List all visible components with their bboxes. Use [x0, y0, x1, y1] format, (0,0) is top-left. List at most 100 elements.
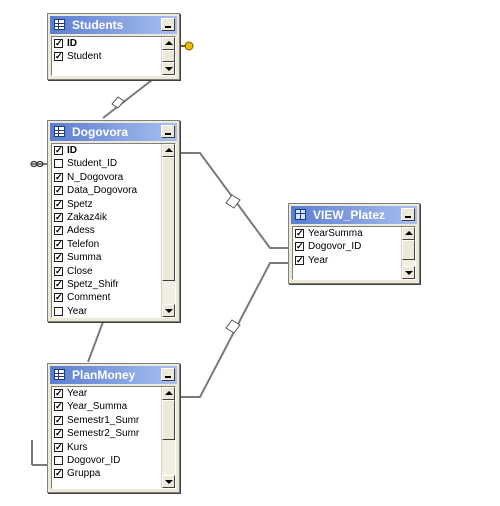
column-row[interactable]: Year — [52, 305, 160, 317]
minimize-button[interactable] — [161, 18, 175, 31]
scroll-down-button[interactable] — [162, 304, 175, 317]
column-row[interactable]: ✓ Spetz_Shifr — [52, 278, 160, 291]
infinity-icon — [30, 160, 44, 168]
column-checkbox[interactable]: ✓ — [54, 428, 63, 439]
column-name: Comment — [67, 292, 111, 304]
column-row[interactable]: ✓YearSumma — [293, 227, 400, 240]
column-checkbox[interactable]: ✓ — [54, 401, 63, 412]
column-name: Dogovor_ID — [308, 241, 362, 253]
column-row[interactable]: ✓Spetz — [52, 198, 160, 211]
column-row[interactable]: ✓ Dogovor_ID — [293, 240, 400, 253]
column-checkbox[interactable]: ✓ — [54, 441, 63, 452]
column-row[interactable]: ✓ID — [52, 144, 160, 157]
column-list[interactable]: ✓Year✓Year_Summa✓Semestr1_Sumr✓Semestr2_… — [51, 386, 176, 489]
table-icon — [54, 126, 65, 137]
title-bar[interactable]: Students — [50, 16, 177, 34]
column-checkbox[interactable] — [54, 306, 63, 316]
scroll-thumb[interactable] — [162, 157, 175, 281]
relation-students-dogovora — [102, 79, 153, 119]
minimize-button[interactable] — [161, 368, 175, 381]
column-row[interactable]: ✓Adess — [52, 224, 160, 237]
column-row[interactable]: ✓Zakaz4ik — [52, 211, 160, 224]
column-checkbox[interactable]: ✓ — [54, 38, 63, 48]
scroll-thumb[interactable] — [402, 240, 415, 260]
column-name: Spetz_Shifr — [67, 278, 119, 290]
column-checkbox[interactable]: ✓ — [54, 414, 63, 425]
column-row[interactable]: ✓Data_Dogovora — [52, 184, 160, 197]
column-list[interactable]: ✓ID✓Student — [51, 36, 176, 76]
column-checkbox[interactable]: ✓ — [295, 254, 304, 265]
column-checkbox[interactable]: ✓ — [54, 292, 63, 303]
scroll-up-button[interactable] — [402, 227, 415, 240]
column-name: Summa — [67, 252, 102, 264]
column-row[interactable]: ✓Gruppa — [52, 467, 160, 480]
column-checkbox[interactable]: ✓ — [54, 252, 63, 263]
column-checkbox[interactable]: ✓ — [54, 238, 63, 249]
column-checkbox[interactable]: ✓ — [54, 211, 63, 222]
column-row[interactable]: ✓ID — [52, 37, 160, 50]
column-checkbox[interactable]: ✓ — [54, 198, 63, 209]
column-checkbox[interactable]: ✓ — [54, 145, 63, 155]
scroll-up-button[interactable] — [162, 37, 175, 50]
column-row[interactable]: ✓Close — [52, 265, 160, 278]
table-title: Students — [72, 18, 124, 32]
scroll-up-button[interactable] — [162, 144, 175, 157]
column-checkbox[interactable]: ✓ — [54, 171, 63, 182]
column-name: Year — [308, 254, 329, 266]
column-checkbox[interactable]: ✓ — [54, 388, 63, 398]
view-platez[interactable]: VIEW_Platez ✓YearSumma✓Dogovor_ID✓Year — [288, 203, 420, 284]
column-row[interactable]: ✓Year — [52, 387, 160, 400]
relation-diamond-view-upper — [225, 194, 241, 209]
scroll-up-button[interactable] — [162, 387, 175, 400]
vertical-scrollbar[interactable] — [161, 37, 175, 75]
column-row[interactable]: ✓ Year — [293, 254, 400, 267]
column-name: Dogovor_ID — [67, 454, 121, 466]
column-checkbox[interactable] — [54, 159, 63, 169]
title-bar[interactable]: Dogovora — [50, 123, 177, 141]
scroll-down-button[interactable] — [162, 475, 175, 488]
scroll-thumb[interactable] — [162, 400, 175, 440]
column-row[interactable]: ✓N_Dogovora — [52, 171, 160, 184]
vertical-scrollbar[interactable] — [161, 387, 175, 488]
minimize-button[interactable] — [161, 125, 175, 138]
table-students[interactable]: Students ✓ID✓Student — [47, 13, 180, 80]
column-checkbox[interactable]: ✓ — [54, 265, 63, 276]
table-icon — [54, 19, 65, 30]
column-row[interactable]: ✓Semestr2_Sumr — [52, 427, 160, 440]
column-checkbox[interactable]: ✓ — [295, 241, 304, 252]
table-icon — [54, 369, 65, 380]
scroll-thumb[interactable] — [162, 50, 175, 62]
vertical-scrollbar[interactable] — [401, 227, 415, 279]
title-bar[interactable]: PlanMoney — [50, 366, 177, 384]
title-bar[interactable]: VIEW_Platez — [291, 206, 417, 224]
scroll-down-button[interactable] — [402, 266, 415, 279]
column-row[interactable]: ✓Kurs — [52, 441, 160, 454]
column-row[interactable]: ✓ Summa — [52, 251, 160, 264]
column-row[interactable]: ✓Year_Summa — [52, 400, 160, 413]
table-planmoney[interactable]: PlanMoney ✓Year✓Year_Summa✓Semestr1_Sumr… — [47, 363, 180, 493]
column-list[interactable]: ✓YearSumma✓Dogovor_ID✓Year — [292, 226, 416, 280]
vertical-scrollbar[interactable] — [161, 144, 175, 317]
column-row[interactable]: Dogovor_ID — [52, 454, 160, 467]
relation-diamond-students — [111, 96, 125, 109]
column-name: Telefon — [67, 238, 100, 250]
column-checkbox[interactable] — [54, 455, 63, 465]
column-name: Student_ID — [67, 158, 118, 170]
scroll-down-button[interactable] — [162, 62, 175, 75]
column-checkbox[interactable]: ✓ — [54, 278, 63, 289]
column-row[interactable]: ✓ Telefon — [52, 238, 160, 251]
column-row[interactable]: ✓ Comment — [52, 291, 160, 304]
table-title: Dogovora — [72, 125, 129, 139]
column-checkbox[interactable]: ✓ — [54, 51, 63, 62]
column-checkbox[interactable]: ✓ — [54, 468, 63, 479]
column-checkbox[interactable]: ✓ — [295, 228, 304, 238]
column-row[interactable]: ✓Student — [52, 50, 160, 63]
column-row[interactable]: Student_ID — [52, 157, 160, 170]
column-checkbox[interactable]: ✓ — [54, 185, 63, 196]
column-checkbox[interactable]: ✓ — [54, 225, 63, 236]
minimize-button[interactable] — [401, 208, 415, 221]
column-row[interactable]: ✓Semestr1_Sumr — [52, 414, 160, 427]
